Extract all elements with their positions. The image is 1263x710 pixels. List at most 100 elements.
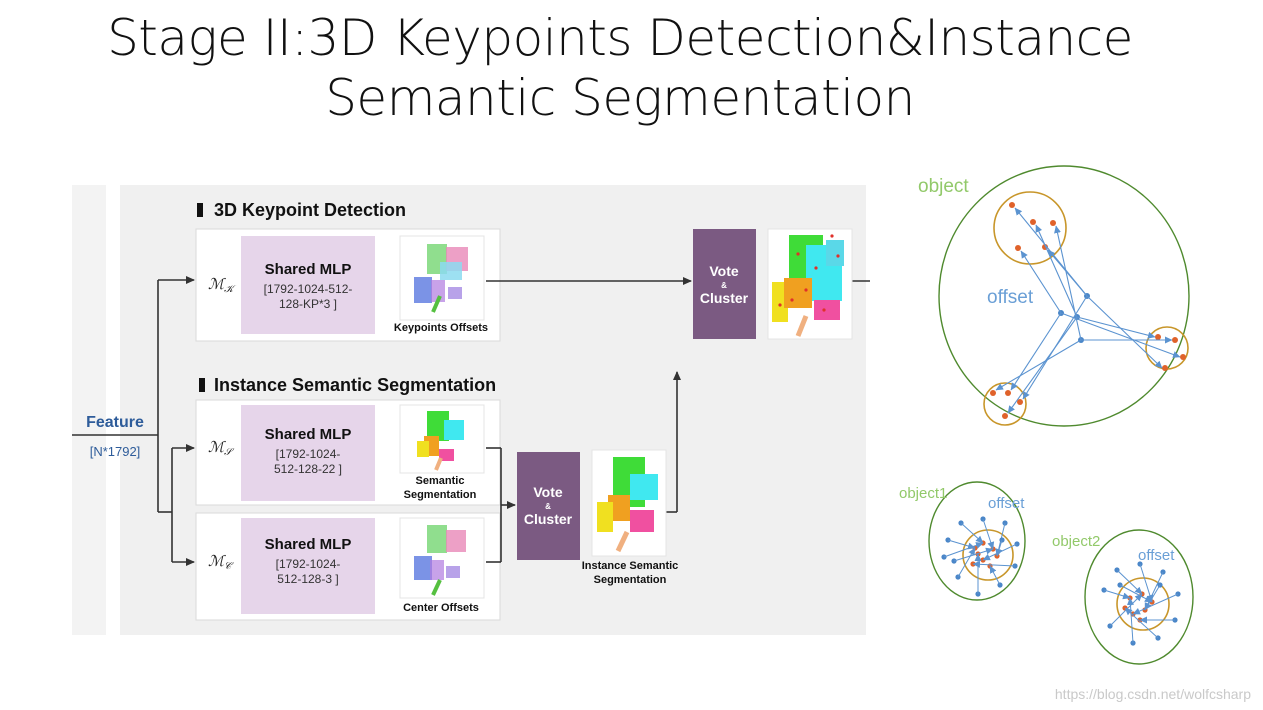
object1-label: object1 (899, 485, 947, 502)
keypoint-mlp-dims-1: [1792-1024-512- (264, 282, 353, 296)
keypoint-mlp-dims-2: 128-KP*3 ] (279, 297, 337, 311)
cluster-circle (1145, 326, 1189, 370)
object1-offset-label: offset (988, 495, 1025, 512)
center-mlp-title: Shared MLP (265, 536, 352, 553)
offset-arrow (1119, 584, 1153, 603)
keypoint-section-bullet (197, 203, 203, 217)
offset-arrow (995, 539, 1003, 557)
offset-arrow (1124, 607, 1159, 639)
keypoints-offsets-label: Keypoints Offsets (394, 322, 488, 334)
object2-label: object2 (1052, 533, 1100, 550)
center-mlp-block (241, 518, 375, 614)
center-offsets-thumbnail (399, 517, 485, 599)
offset-arrow (1054, 225, 1082, 341)
object-point (1015, 245, 1021, 251)
offset-arrow (989, 565, 1001, 586)
semantic-mlp-dims-2: 512-128-22 ] (274, 462, 342, 476)
center-offsets-label: Center Offsets (403, 602, 479, 614)
vote-cluster-block-bottom (517, 452, 580, 560)
watermark: https://blog.csdn.net/wolfcsharp (1054, 686, 1251, 702)
vote-cluster-bottom-amp: & (545, 502, 551, 511)
object-point (1005, 390, 1011, 396)
offset-arrow (995, 339, 1082, 391)
feature-strip (72, 185, 106, 635)
offset-arrow (953, 547, 994, 562)
vote-cluster-top-line2: Cluster (700, 290, 749, 306)
module-k-symbol: ℳ𝒦 (208, 276, 237, 295)
semantic-mlp-title: Shared MLP (265, 426, 352, 443)
instance-section-title: Instance Semantic Segmentation (214, 375, 496, 395)
instance-seg-thumbnail (591, 449, 667, 557)
offset-arrow (1010, 312, 1062, 391)
offset-arrow (1047, 249, 1088, 297)
keypoint-mlp-block (241, 236, 375, 334)
object2-offset-label: offset (1138, 547, 1175, 564)
vote-cluster-bottom-line2: Cluster (524, 511, 573, 527)
offset-arrow (957, 547, 976, 578)
object-label: object (918, 176, 969, 197)
semantic-seg-label-1: Semantic (416, 475, 465, 487)
voting-diagram: object offset object1 offset object2 offset (899, 165, 1194, 665)
feature-label: Feature (86, 414, 144, 431)
center-mlp-dims-1: [1792-1024- (276, 557, 341, 571)
object-point (1162, 365, 1168, 371)
semantic-mlp-block (241, 405, 375, 501)
offset-arrow (1116, 569, 1143, 595)
offset-arrow (1086, 295, 1163, 369)
cluster-circle (983, 382, 1027, 426)
instance-seg-label-2: Segmentation (594, 574, 667, 586)
keypoint-section-title: 3D Keypoint Detection (214, 200, 406, 220)
pipeline-figure: 3D Keypoint Detection Instance Semantic … (72, 185, 870, 635)
offset-arrow (1132, 593, 1179, 615)
offset-arrow (943, 542, 984, 558)
offset-arrow (1144, 584, 1161, 611)
center-mlp-dims-2: 512-128-3 ] (277, 572, 338, 586)
object-point (1017, 399, 1023, 405)
keypoint-mlp-title: Shared MLP (265, 261, 352, 278)
object-point (990, 390, 996, 396)
keypoints-offsets-thumbnail (399, 235, 485, 321)
semantic-mlp-dims-1: [1792-1024- (276, 447, 341, 461)
vote-cluster-block-top (693, 229, 756, 339)
offset-arrow (1007, 316, 1078, 414)
feature-dim-label: [N*1792] (90, 444, 141, 459)
offset-arrow (972, 560, 1016, 568)
module-s-symbol: ℳ𝒮 (208, 439, 235, 458)
offset-arrow (1020, 250, 1062, 314)
offset-arrow (1035, 224, 1078, 318)
semantic-segmentation-thumbnail (399, 404, 485, 474)
instance-section-bullet (199, 378, 205, 392)
final-output-thumbnail (767, 228, 853, 340)
object-point (1172, 337, 1178, 343)
offset-arrow (982, 518, 995, 550)
offset-arrow (1109, 593, 1143, 627)
object1-cluster-circle (962, 529, 1014, 581)
cluster-circle (993, 191, 1067, 265)
object1-ellipse (928, 481, 1026, 601)
offset-arrow (960, 522, 984, 544)
vote-cluster-top-amp: & (721, 281, 727, 290)
title-line-1: Stage II:3D Keypoints Detection&Instance (107, 9, 1133, 67)
object2-cluster-circle (1116, 577, 1170, 631)
object-point (1180, 354, 1186, 360)
semantic-seg-label-2: Segmentation (404, 489, 477, 501)
object-ellipse (938, 165, 1190, 427)
offset-arrow (1076, 316, 1156, 339)
object-point (1030, 219, 1036, 225)
object-point (1009, 202, 1015, 208)
object-point (1155, 334, 1161, 340)
vote-cluster-bottom-line1: Vote (533, 484, 563, 500)
pipeline-connectors (72, 276, 870, 566)
offset-arrow (1103, 589, 1131, 600)
offset-arrow (947, 539, 976, 550)
offset-arrow (1060, 312, 1181, 358)
title-line-2: Semantic Segmentation (325, 69, 915, 127)
slide-title: Stage II:3D Keypoints Detection&Instance… (0, 8, 1240, 128)
instance-seg-label-1: Instance Semantic (582, 560, 679, 572)
object-point (1002, 413, 1008, 419)
object-point (1050, 220, 1056, 226)
offset-label: offset (987, 287, 1034, 308)
vote-cluster-top-line1: Vote (709, 263, 739, 279)
object2-ellipse (1084, 529, 1194, 665)
module-c-symbol: ℳ𝒞 (208, 553, 234, 572)
